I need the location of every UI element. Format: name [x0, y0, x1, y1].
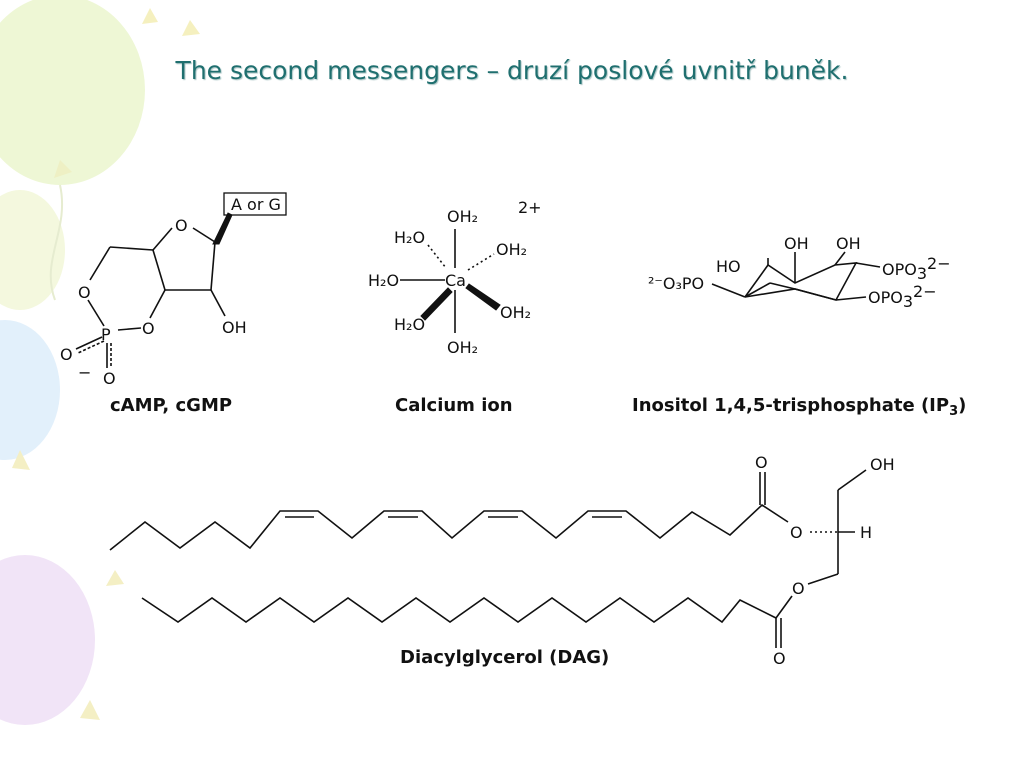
balloon-blue [0, 320, 60, 460]
phosphate-o-left: O [78, 283, 91, 302]
dag-hydroxyl: OH [870, 455, 895, 474]
confetti-3 [54, 160, 72, 178]
calcium-atom: Ca [445, 271, 466, 290]
water-top: OH₂ [447, 207, 478, 226]
water-lower-left: H₂O [394, 315, 425, 334]
calcium-structure: Ca 2+ OH₂ H₂O OH₂ H₂O H₂O OH₂ OH₂ Calciu… [368, 198, 542, 416]
water-upper-left: H₂O [394, 228, 425, 247]
ip3-structure: OH OH HO ²⁻O₃PO OPO32− OPO32− Inositol 1… [632, 234, 966, 419]
confetti-6 [106, 570, 124, 586]
slide-title: The second messengers – druzí poslové uv… [175, 56, 849, 85]
base-label: A or G [231, 195, 281, 214]
phosphate-o-minus: O [103, 369, 116, 388]
balloon-string [49, 184, 64, 301]
dag-ester-o-bottom: O [792, 579, 805, 598]
camp-structure: A or G O O P O O O − OH cAMP, cGMP [60, 192, 287, 416]
water-bottom: OH₂ [447, 338, 478, 357]
confetti-4 [12, 450, 30, 470]
ip3-oh-2: OH [836, 234, 861, 253]
ip3-left-phosphate: ²⁻O₃PO [648, 274, 704, 293]
ip3-label: Inositol 1,4,5-trisphosphate (IP3) [632, 395, 966, 419]
confetti-1 [142, 8, 158, 24]
ip3-oh-1: OH [784, 234, 809, 253]
confetti-5 [80, 700, 100, 720]
ip3-phosphate-lower: OPO32− [868, 282, 937, 311]
phosphate-o-double: O [60, 345, 73, 364]
ip3-phosphate-upper: OPO32− [882, 254, 951, 283]
dag-ester-o-top: O [790, 523, 803, 542]
dag-label: Diacylglycerol (DAG) [400, 647, 609, 668]
water-left: H₂O [368, 271, 399, 290]
ring-oxygen: O [175, 216, 188, 235]
balloon-lime [0, 190, 65, 310]
calcium-label: Calcium ion [395, 395, 513, 416]
dag-carbonyl-bottom: O [773, 649, 786, 668]
dag-carbonyl-top: O [755, 453, 768, 472]
calcium-charge: 2+ [518, 198, 542, 217]
phosphorus: P [101, 325, 111, 344]
dag-hydrogen: H [860, 523, 872, 542]
balloon-lilac [0, 555, 95, 725]
base-box [223, 192, 287, 216]
negative-charge: − [78, 363, 91, 382]
ip3-ho: HO [716, 257, 741, 276]
dag-structure: O O OH H O O Diacylglycerol (DAG) [109, 453, 895, 668]
camp-hydroxyl: OH [222, 318, 247, 337]
camp-label: cAMP, cGMP [110, 395, 232, 416]
balloon-green [0, 0, 145, 185]
water-lower-right: OH₂ [500, 303, 531, 322]
water-upper-right: OH₂ [496, 240, 527, 259]
confetti-2 [182, 20, 200, 36]
phosphate-o-ester: O [142, 319, 155, 338]
